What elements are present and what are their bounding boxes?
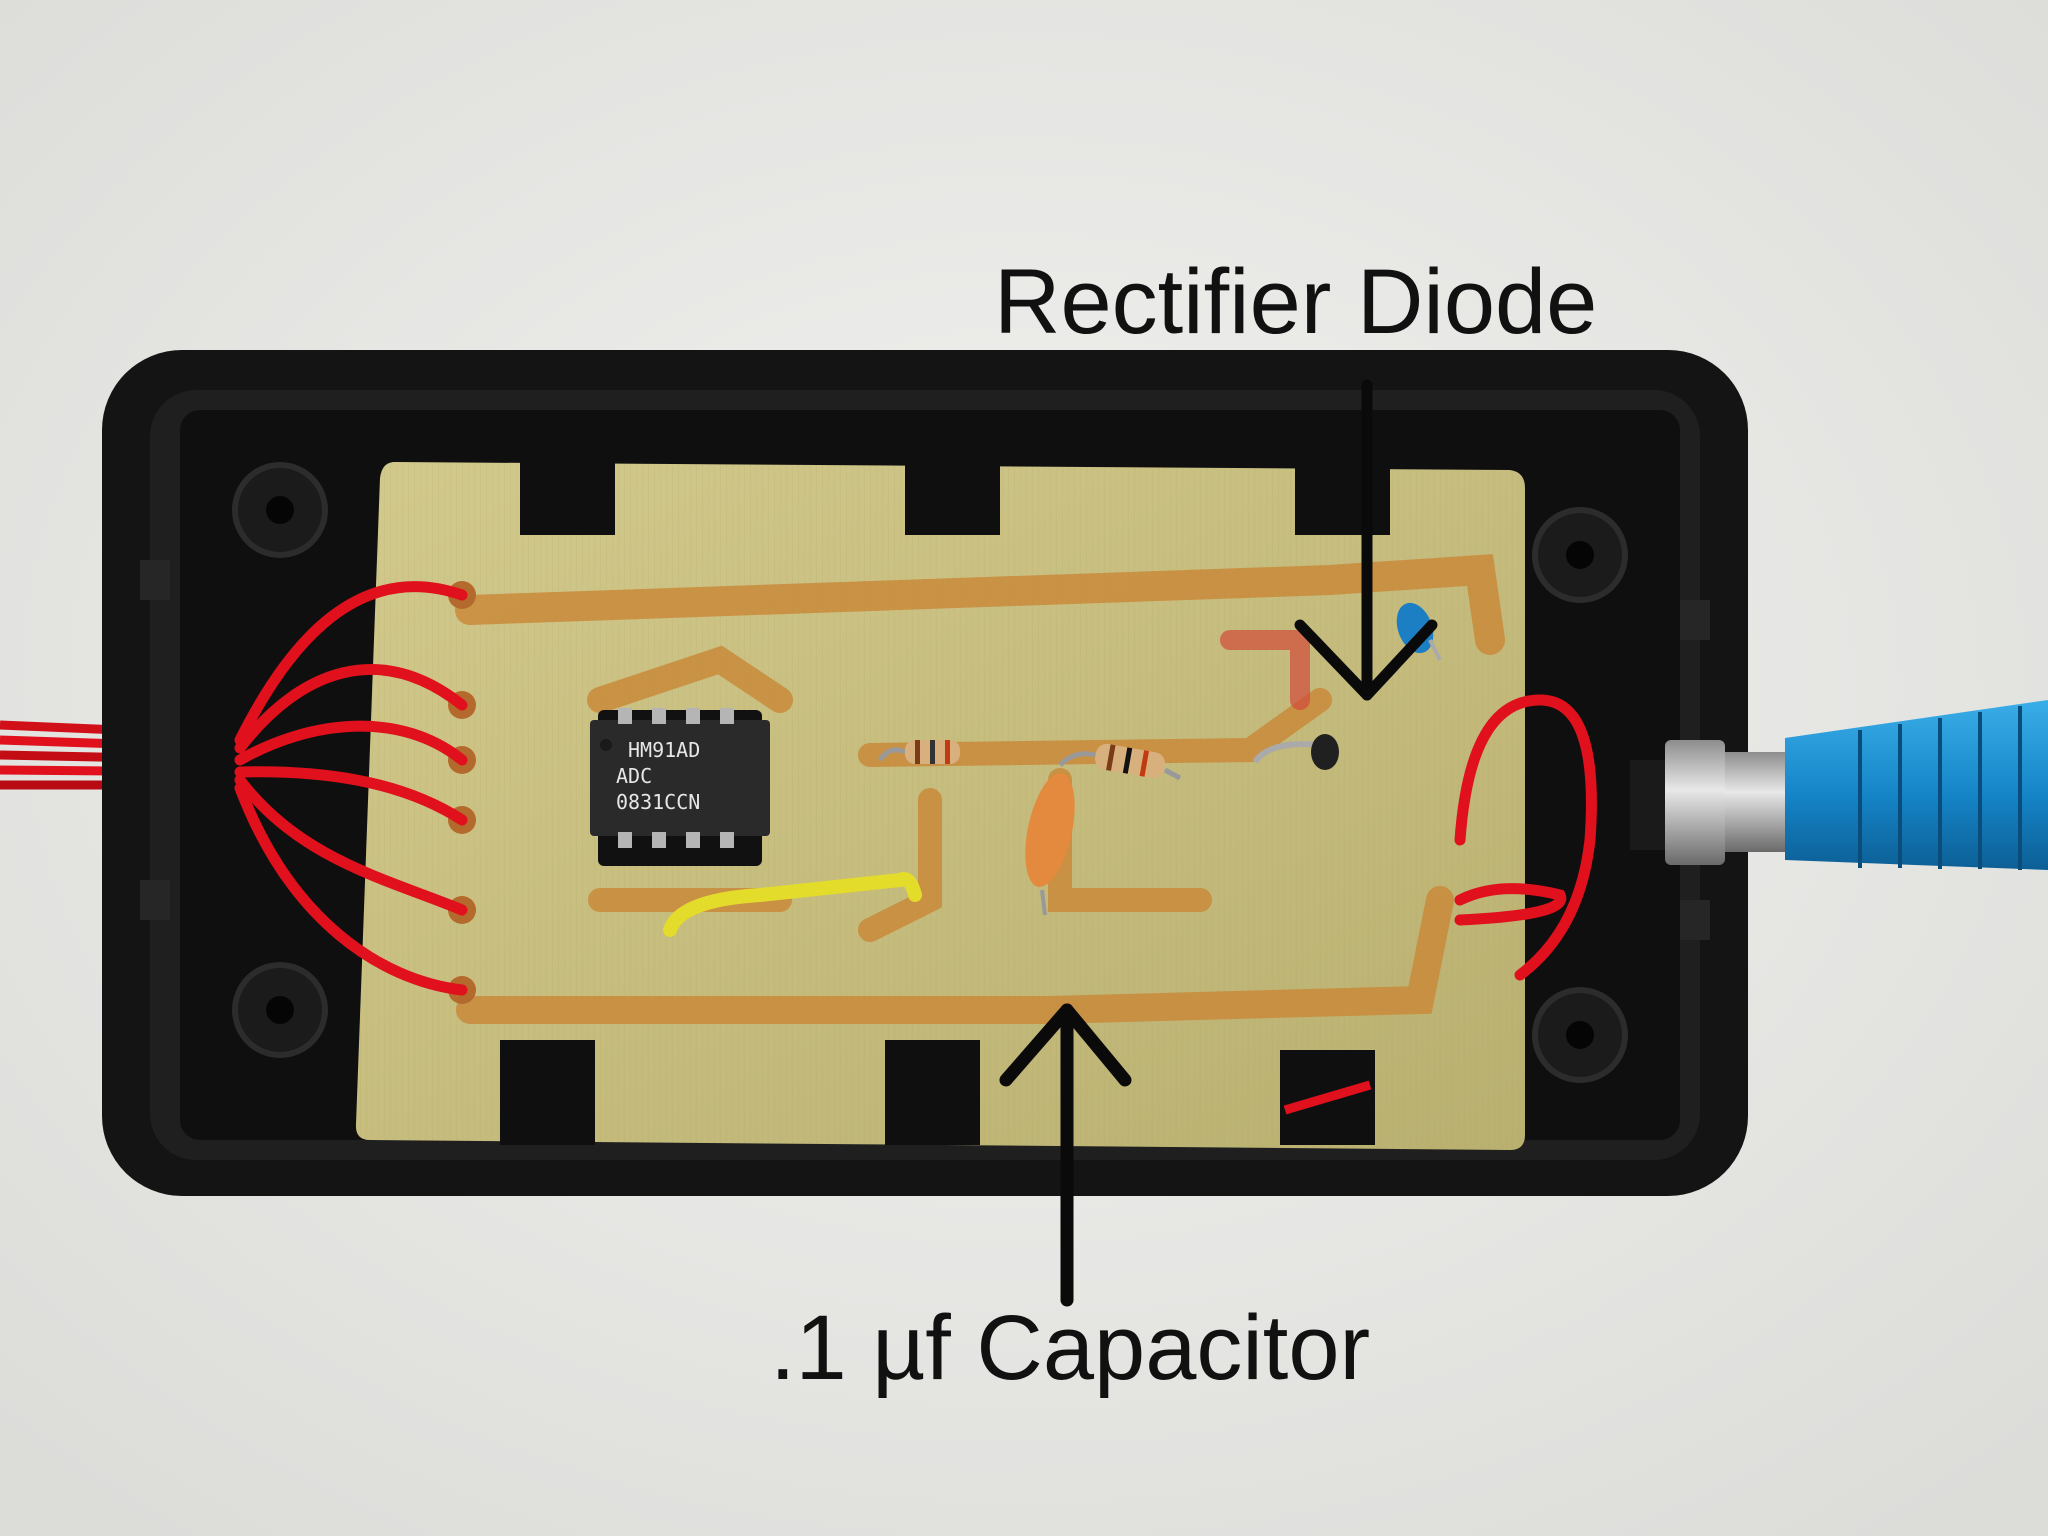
- ceramic-capacitor: [1025, 773, 1075, 916]
- screw-post-top-right: [1532, 507, 1628, 603]
- chip-label-line1: HM91AD: [628, 738, 700, 762]
- screw-post-bottom-left: [232, 962, 328, 1058]
- rca-connector: [1630, 700, 2048, 870]
- yellow-jumper-wire: [663, 872, 922, 937]
- capacitor-arrow: [999, 1003, 1132, 1307]
- capacitor-label: .1 µf Capacitor: [770, 1297, 1371, 1399]
- screw-post-bottom-right: [1532, 987, 1628, 1083]
- resistor-left: [877, 740, 960, 764]
- chip-label-line3: 0831CCN: [616, 790, 700, 814]
- red-wires-right: [1454, 694, 1597, 981]
- chip-label-line2: ADC: [616, 764, 652, 788]
- screw-post-top-left: [232, 462, 328, 558]
- rectifier-diode-part: [1252, 734, 1339, 770]
- adc-chip: HM91AD ADC 0831CCN: [590, 708, 770, 866]
- diode-arrow: [1294, 379, 1438, 701]
- resistor-right: [1058, 743, 1182, 781]
- rectifier-diode-label: Rectifier Diode: [994, 251, 1598, 353]
- red-wires-left: [234, 581, 468, 996]
